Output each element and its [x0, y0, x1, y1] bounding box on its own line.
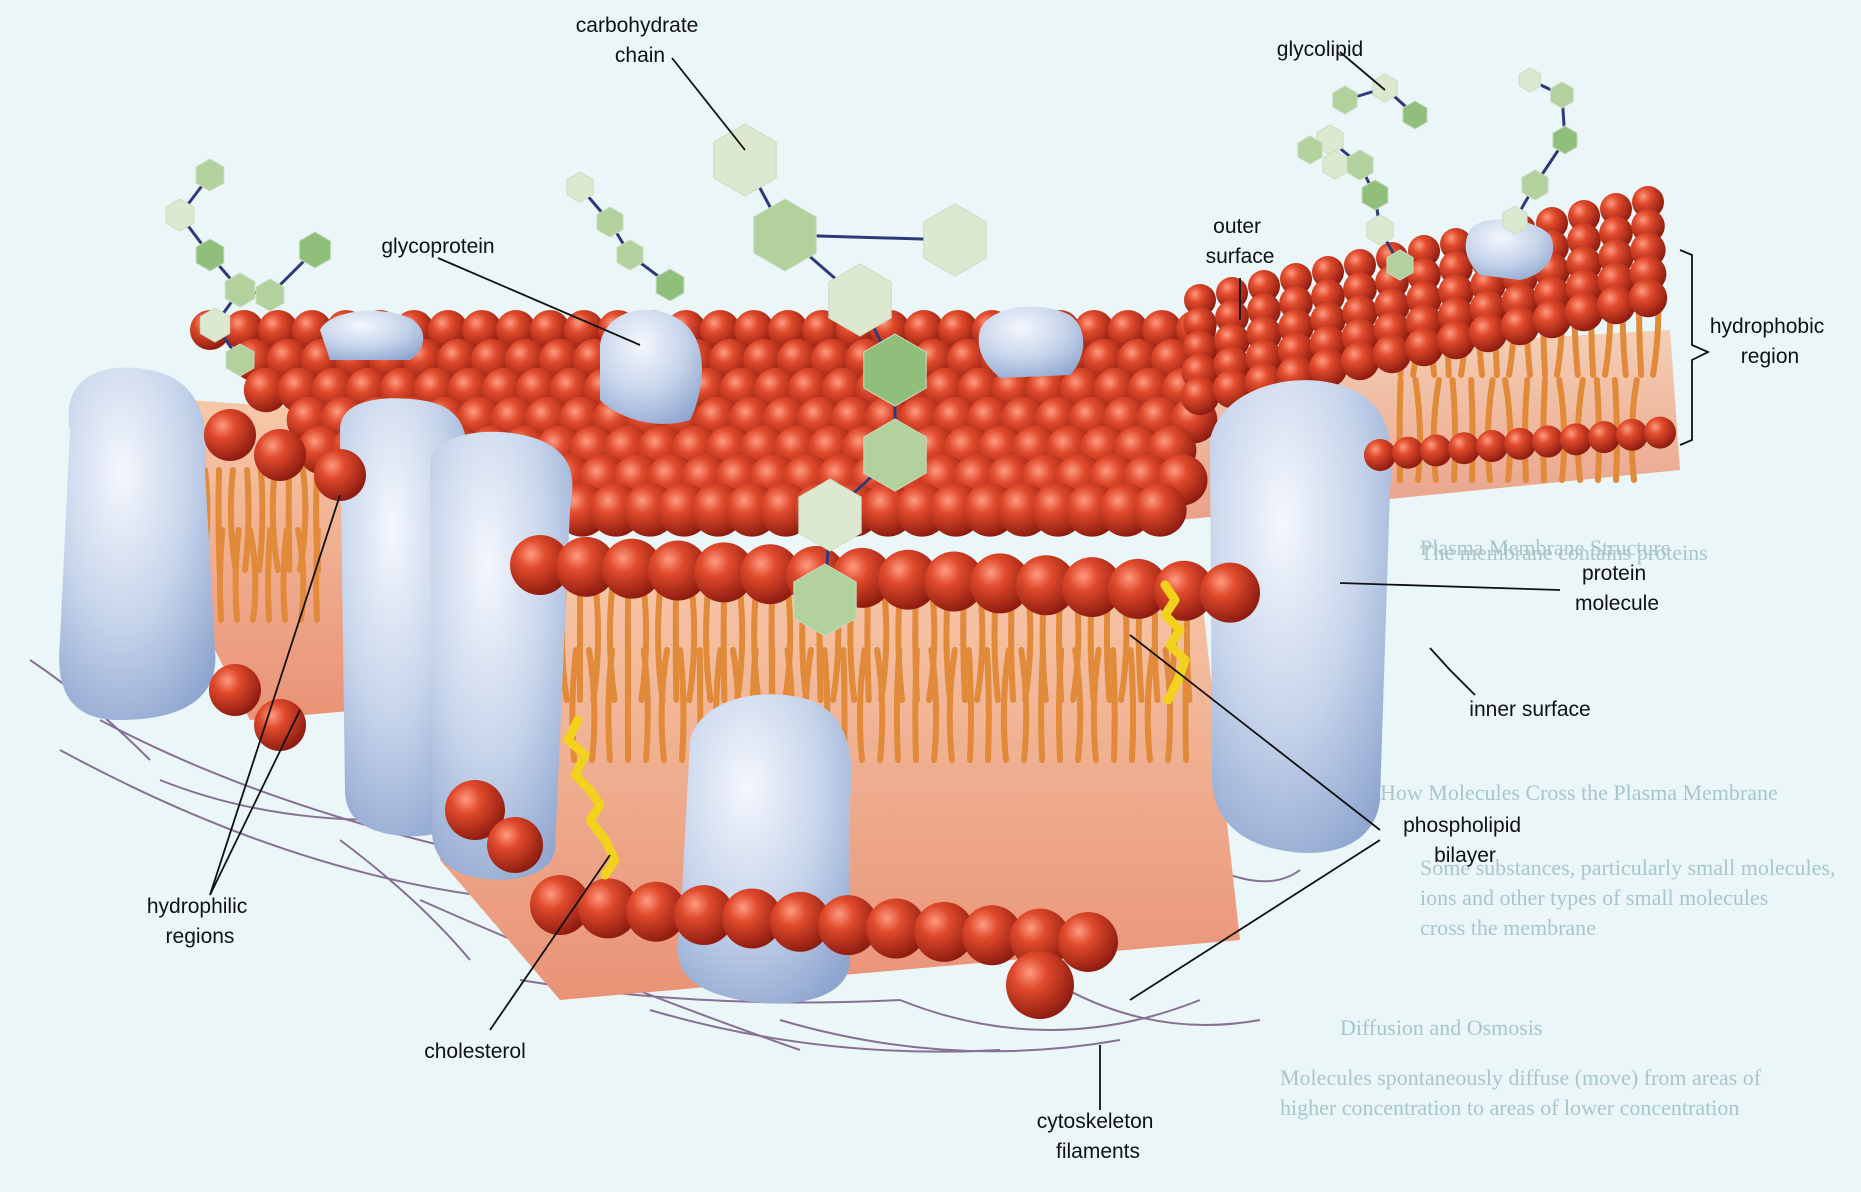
sugar-unit — [1362, 180, 1388, 210]
lipid-tail — [268, 530, 270, 620]
sugar-unit — [754, 199, 816, 271]
phospholipid-head — [1420, 435, 1452, 467]
phospholipid-head — [1588, 421, 1620, 453]
lipid-tail — [245, 470, 248, 570]
phospholipid-head — [1133, 483, 1186, 536]
background-text-line: How Molecules Cross the Plasma Membrane — [1380, 780, 1778, 805]
lipid-tail — [284, 530, 287, 620]
phospholipid-head — [1200, 563, 1260, 623]
lipid-tail — [1113, 650, 1115, 760]
lipid-tail — [236, 530, 239, 620]
lipid-tail — [969, 650, 971, 760]
phospholipid-head — [1629, 279, 1667, 317]
phospholipid-head — [1364, 439, 1396, 471]
sugar-unit — [1553, 126, 1577, 154]
phospholipid-head — [314, 449, 366, 501]
sugar-unit — [1347, 150, 1373, 180]
phospholipid-head — [1006, 951, 1074, 1019]
protein-glycoprotein-top — [600, 310, 702, 424]
phospholipid-head — [254, 429, 306, 481]
protein-top-left — [320, 311, 423, 360]
sugar-unit — [714, 124, 776, 196]
lipid-tail — [1131, 650, 1134, 760]
sugar-unit — [1551, 82, 1574, 108]
background-text-line: Plasma Membrane Structure — [1420, 535, 1671, 560]
sugar-unit — [1367, 215, 1393, 245]
label-hydrophilic-regions: hydrophilic regions — [147, 895, 253, 948]
phospholipid-head — [204, 409, 256, 461]
label-glycoprotein: glycoprotein — [381, 235, 494, 258]
phospholipid-head — [1533, 300, 1571, 338]
label-cholesterol: cholesterol — [424, 1040, 526, 1063]
label-carbohydrate-chain: carbohydrate chain — [576, 14, 704, 67]
lipid-tail — [316, 530, 318, 620]
lipid-tail — [1041, 650, 1043, 760]
sugar-unit — [1323, 151, 1347, 179]
sugar-unit — [1333, 86, 1357, 114]
background-text-line: ions and other types of small molecules — [1420, 885, 1768, 910]
phospholipid-head — [1392, 437, 1424, 469]
lipid-tail — [897, 650, 900, 760]
phospholipid-head — [254, 699, 306, 751]
background-text-line: higher concentration to areas of lower c… — [1280, 1095, 1739, 1120]
phospholipid-head — [1405, 328, 1443, 366]
phospholipid-head — [487, 817, 543, 873]
background-text-line: Diffusion and Osmosis — [1340, 1015, 1543, 1040]
protein-center-bottom — [678, 694, 852, 1003]
label-protein-molecule: protein molecule — [1575, 562, 1659, 615]
lipid-tail — [1452, 380, 1455, 480]
phospholipid-head — [1501, 307, 1539, 345]
label-inner-surface: inner surface — [1469, 698, 1590, 721]
phospholipid-head — [1565, 293, 1603, 331]
phospholipid-head — [1058, 912, 1118, 972]
sugar-unit — [1520, 68, 1541, 92]
phospholipid-head — [1476, 430, 1508, 462]
lipid-tail — [915, 650, 917, 760]
lipid-tail — [289, 470, 290, 570]
phospholipid-head — [1437, 321, 1475, 359]
sugar-unit — [1403, 101, 1427, 129]
protein-right-top — [979, 307, 1083, 378]
phospholipid-head — [1469, 314, 1507, 352]
lipid-tail — [987, 650, 989, 760]
lipid-tail — [259, 470, 262, 570]
label-glycolipid: glycolipid — [1277, 38, 1363, 61]
label-cytoskeleton-filaments: cytoskeleton filaments — [1037, 1110, 1160, 1163]
lipid-tail — [724, 590, 725, 700]
sugar-unit — [924, 204, 986, 276]
phospholipid-head — [1597, 286, 1635, 324]
phospholipid-head — [1448, 432, 1480, 464]
phospholipid-head — [1644, 417, 1676, 449]
sugar-unit — [656, 269, 684, 301]
label-outer-surface: outer surface — [1206, 215, 1275, 268]
lipid-tail — [680, 650, 683, 760]
phospholipid-head — [1616, 419, 1648, 451]
sugar-unit — [1373, 74, 1397, 102]
phospholipid-head — [209, 664, 261, 716]
lipid-tail — [220, 530, 222, 620]
protein-left-channel — [59, 368, 215, 721]
phospholipid-head — [1373, 335, 1411, 373]
phospholipid-head — [1532, 426, 1564, 458]
background-text-line: Molecules spontaneously diffuse (move) f… — [1280, 1065, 1762, 1090]
label-hydrophobic-region: hydrophobic region — [1710, 315, 1830, 368]
phospholipid-head — [1560, 423, 1592, 455]
phospholipid-head — [1341, 342, 1379, 380]
background-text-line: cross the membrane — [1420, 915, 1596, 940]
sugar-unit — [1522, 170, 1548, 200]
sugar-unit — [617, 240, 643, 270]
cytoskeleton-filament — [1050, 980, 1260, 1025]
phospholipid-head — [1504, 428, 1536, 460]
phospholipid-head — [1181, 377, 1219, 415]
lipid-tail — [1059, 650, 1061, 760]
lipid-tail — [1471, 380, 1472, 480]
